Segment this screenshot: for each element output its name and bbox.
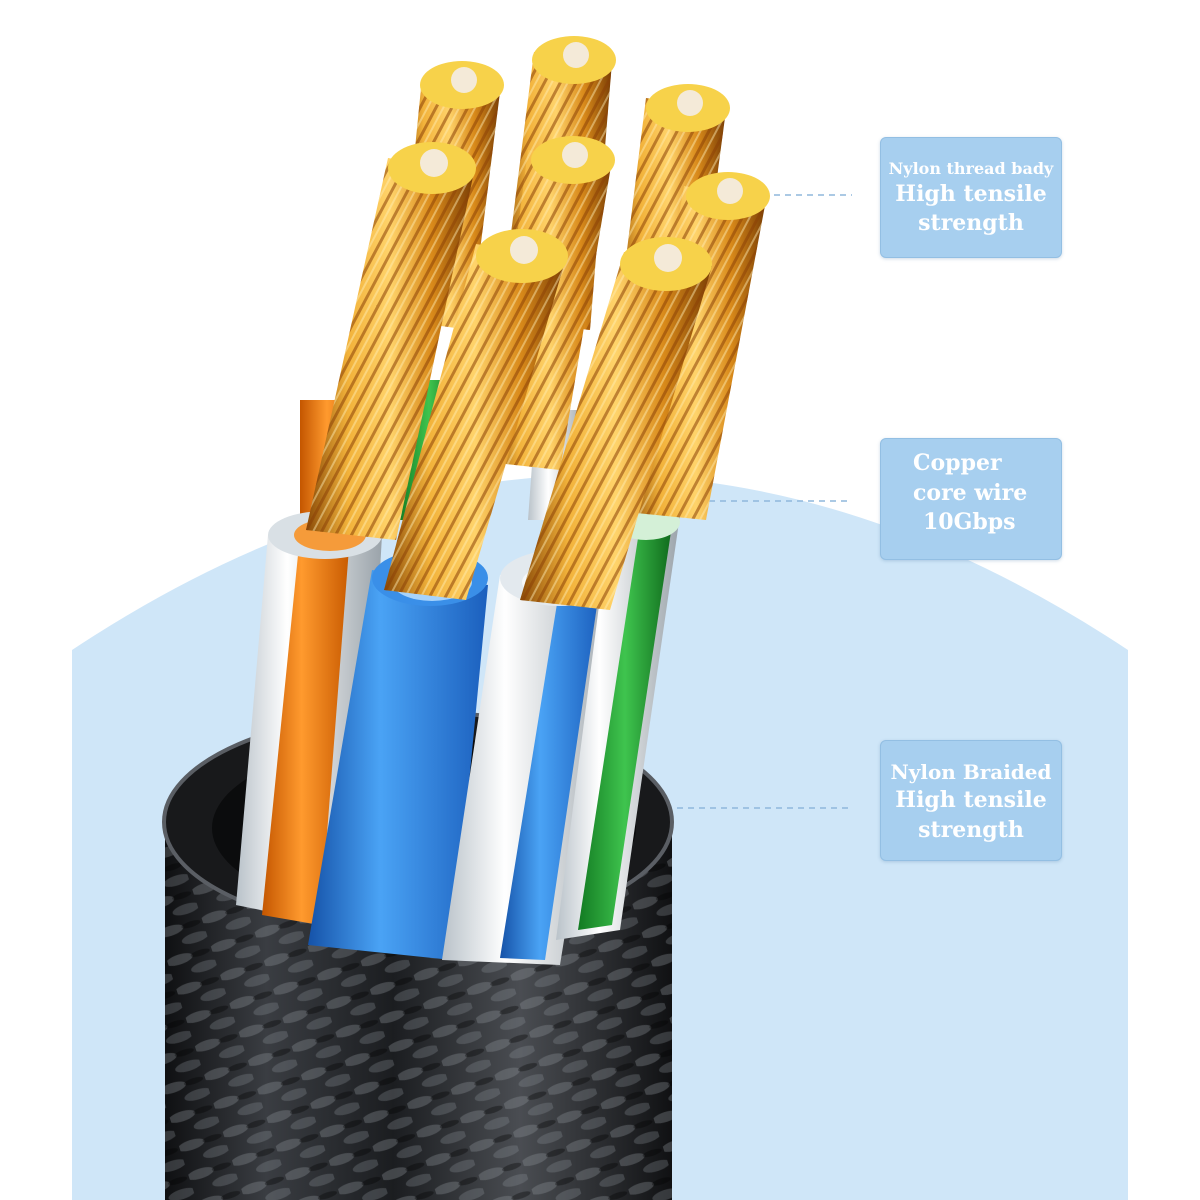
- callout-1-line-3: strength: [918, 210, 1024, 237]
- callout-2-line-3: 10Gbps: [923, 509, 1016, 536]
- callout-nylon-braided: Nylon Braided High tensile strength: [880, 740, 1062, 861]
- callout-1-line-1: Nylon thread bady: [888, 159, 1054, 178]
- callout-copper-core-wire: Copper core wire 10Gbps: [880, 438, 1062, 560]
- callout-3-line-1: Nylon Braided: [890, 760, 1052, 784]
- callout-3-line-3: strength: [918, 816, 1024, 843]
- callout-1-line-2: High tensile: [895, 180, 1047, 207]
- callout-2-line-1: Copper: [913, 450, 1002, 476]
- callout-nylon-thread-body: Nylon thread bady High tensile strength: [880, 137, 1062, 258]
- copper-conductors: [306, 36, 770, 610]
- callout-2-line-2: core wire: [913, 479, 1028, 506]
- callout-3-line-2: High tensile: [895, 787, 1047, 813]
